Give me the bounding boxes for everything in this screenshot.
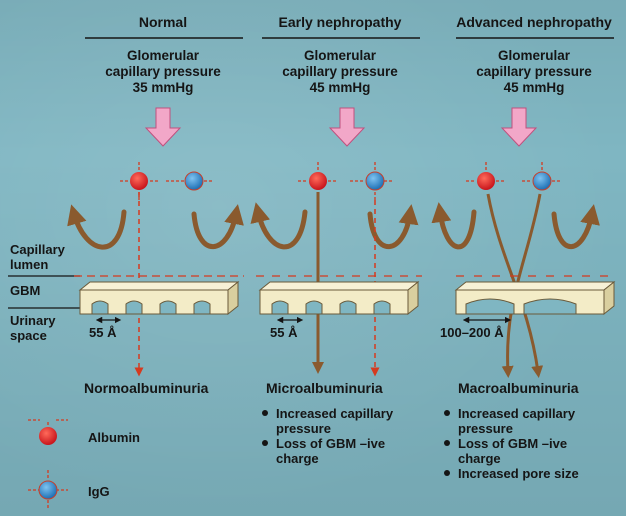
header-normal: Normal — [138, 14, 188, 30]
igg-molecule — [184, 171, 204, 191]
legend-albumin-icon — [39, 427, 57, 445]
flow-arrow-left — [250, 202, 308, 250]
header-early-nephropathy: Early nephropathy — [278, 14, 402, 30]
bullets-early: Increased capillary pressure Loss of GBM… — [262, 406, 432, 466]
albumin-molecule — [477, 172, 495, 190]
pressure-arrow-normal — [144, 107, 182, 147]
flow-arrow-right — [191, 204, 244, 250]
gbm-block-advanced — [454, 275, 616, 316]
bullet-item: Increased capillary — [444, 406, 614, 421]
igg-molecule — [365, 171, 385, 191]
pore-label-normal: 55 Å — [89, 325, 117, 340]
result-early: Microalbuminuria — [266, 380, 383, 396]
gbm-block-normal — [74, 275, 244, 316]
bullet-item: Increased capillary — [262, 406, 432, 421]
column-advanced — [431, 162, 616, 378]
flow-arrow-left — [431, 202, 477, 250]
column-early — [250, 162, 422, 377]
bullet-item: Loss of GBM –ive — [262, 436, 432, 451]
result-advanced: Macroalbuminuria — [458, 380, 579, 396]
igg-leak-arrow — [501, 193, 542, 378]
flow-arrow-right — [551, 204, 600, 250]
albumin-molecule — [309, 172, 327, 190]
flow-arrow-left — [67, 204, 127, 250]
legend-albumin-label: Albumin — [88, 430, 140, 445]
header-advanced-nephropathy: Advanced nephropathy — [456, 14, 612, 30]
result-normal: Normoalbuminuria — [84, 380, 209, 396]
albumin-leak-arrow — [486, 193, 544, 378]
column-normal — [67, 162, 244, 377]
bullets-advanced: Increased capillary pressure Loss of GBM… — [444, 406, 614, 481]
legend-igg-icon — [38, 480, 58, 500]
pressure-arrow-early — [328, 107, 366, 147]
label-gbm: GBM — [10, 283, 41, 298]
bullet-item: Increased pore size — [444, 466, 614, 481]
flow-arrow-right — [367, 204, 419, 250]
igg-molecule — [532, 171, 552, 191]
albumin-molecule — [130, 172, 148, 190]
pressure-arrow-advanced — [500, 107, 538, 147]
bullet-item: Loss of GBM –ive — [444, 436, 614, 451]
pore-label-early: 55 Å — [270, 325, 298, 340]
legend-igg-label: IgG — [88, 484, 110, 499]
pore-label-advanced: 100–200 Å — [440, 325, 504, 340]
gbm-block-early — [256, 275, 422, 316]
